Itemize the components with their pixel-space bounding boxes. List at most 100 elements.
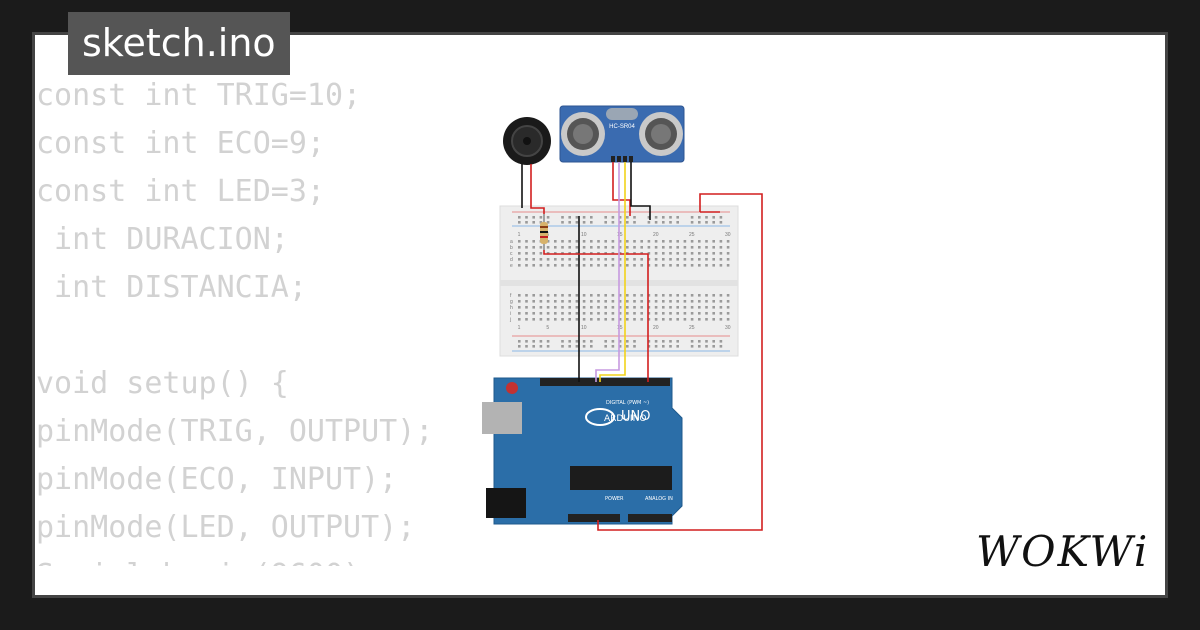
breadboard-hole <box>719 318 723 321</box>
breadboard-rail-hole <box>582 345 586 348</box>
breadboard-hole <box>690 318 694 321</box>
breadboard-hole <box>647 300 651 303</box>
breadboard-rail-hole <box>626 216 629 219</box>
board-power-label: POWER <box>605 496 624 502</box>
breadboard-rail-hole <box>590 221 593 224</box>
breadboard-rail-hole <box>604 340 607 343</box>
breadboard-hole <box>640 294 643 297</box>
breadboard-hole <box>654 294 658 297</box>
breadboard-hole <box>719 300 723 303</box>
breadboard-hole <box>568 318 571 321</box>
breadboard-hole <box>546 294 550 297</box>
breadboard-column-number: 5 <box>546 325 549 331</box>
breadboard-hole <box>518 294 521 297</box>
breadboard-rail-hole <box>719 340 723 343</box>
breadboard-rail-hole <box>676 216 679 219</box>
breadboard-hole <box>712 294 715 297</box>
breadboard-rail-hole <box>611 340 615 343</box>
breadboard-rail-hole <box>532 345 535 348</box>
breadboard-column-number: 15 <box>617 325 623 331</box>
breadboard-rail-hole <box>525 216 528 219</box>
breadboard-hole <box>676 306 679 309</box>
breadboard-hole <box>712 240 715 243</box>
breadboard-hole <box>604 294 607 297</box>
breadboard-hole <box>554 294 557 297</box>
breadboard-hole <box>690 294 694 297</box>
breadboard-hole <box>582 312 586 315</box>
breadboard-hole <box>590 312 593 315</box>
breadboard-rail-hole <box>676 340 679 343</box>
breadboard-hole <box>561 300 564 303</box>
breadboard-hole <box>575 300 579 303</box>
breadboard-hole <box>568 264 571 267</box>
breadboard-hole <box>662 312 665 315</box>
wokwi-logo: WOKWi <box>976 527 1150 576</box>
breadboard-hole <box>669 246 672 249</box>
breadboard-hole <box>518 252 521 255</box>
breadboard-hole <box>561 264 564 267</box>
breadboard-hole <box>611 294 615 297</box>
breadboard-hole <box>554 306 557 309</box>
breadboard-hole <box>568 306 571 309</box>
breadboard-hole <box>676 246 679 249</box>
breadboard-hole <box>604 240 607 243</box>
breadboard-hole <box>554 300 557 303</box>
breadboard-rail-hole <box>532 216 535 219</box>
breadboard-hole <box>604 318 607 321</box>
breadboard-rail-hole <box>698 221 701 224</box>
breadboard-hole <box>640 258 643 261</box>
breadboard-rail-hole <box>561 340 564 343</box>
breadboard-rail-hole <box>712 345 715 348</box>
breadboard-rail-hole <box>561 345 564 348</box>
breadboard-hole <box>726 294 730 297</box>
breadboard-hole <box>662 318 665 321</box>
breadboard-rail-hole <box>662 221 665 224</box>
breadboard-hole <box>690 252 694 255</box>
breadboard-hole <box>546 246 550 249</box>
breadboard-rail-hole <box>575 340 579 343</box>
breadboard-hole <box>662 240 665 243</box>
breadboard-hole <box>532 294 535 297</box>
breadboard-hole <box>582 264 586 267</box>
breadboard-hole <box>712 246 715 249</box>
breadboard-rail-hole <box>662 340 665 343</box>
breadboard-rail-hole <box>575 345 579 348</box>
breadboard-hole <box>690 258 694 261</box>
breadboard-rail-hole <box>705 345 708 348</box>
breadboard-hole <box>525 246 528 249</box>
breadboard-hole <box>705 246 708 249</box>
breadboard-rail-hole <box>654 340 658 343</box>
breadboard-hole <box>597 294 600 297</box>
breadboard-hole <box>626 264 629 267</box>
breadboard-hole <box>597 240 600 243</box>
breadboard-rail-hole <box>568 221 571 224</box>
breadboard-rail-hole <box>525 221 528 224</box>
breadboard-hole <box>525 258 528 261</box>
breadboard-hole <box>654 306 658 309</box>
breadboard-hole <box>518 246 521 249</box>
breadboard-rail-hole <box>626 221 629 224</box>
code-line: const int LED=3; <box>36 174 325 209</box>
breadboard-hole <box>662 306 665 309</box>
breadboard-row-letter: c <box>510 251 513 257</box>
breadboard-hole <box>561 312 564 315</box>
breadboard-hole <box>705 306 708 309</box>
breadboard-rail-hole <box>654 221 658 224</box>
breadboard-hole <box>575 306 579 309</box>
breadboard-hole <box>525 264 528 267</box>
breadboard-hole <box>590 294 593 297</box>
breadboard-rail-hole <box>669 216 672 219</box>
breadboard-hole <box>597 246 600 249</box>
breadboard-hole <box>640 306 643 309</box>
ultrasonic-sensor: HC-SR04 <box>559 105 685 163</box>
breadboard-hole <box>575 318 579 321</box>
breadboard-hole <box>647 258 651 261</box>
breadboard-hole <box>669 312 672 315</box>
breadboard-rail-hole <box>618 216 622 219</box>
breadboard-hole <box>669 264 672 267</box>
breadboard-column-number: 30 <box>725 325 731 331</box>
breadboard-rail-hole <box>582 340 586 343</box>
breadboard-hole <box>626 312 629 315</box>
breadboard-hole <box>662 294 665 297</box>
breadboard-hole <box>726 258 730 261</box>
